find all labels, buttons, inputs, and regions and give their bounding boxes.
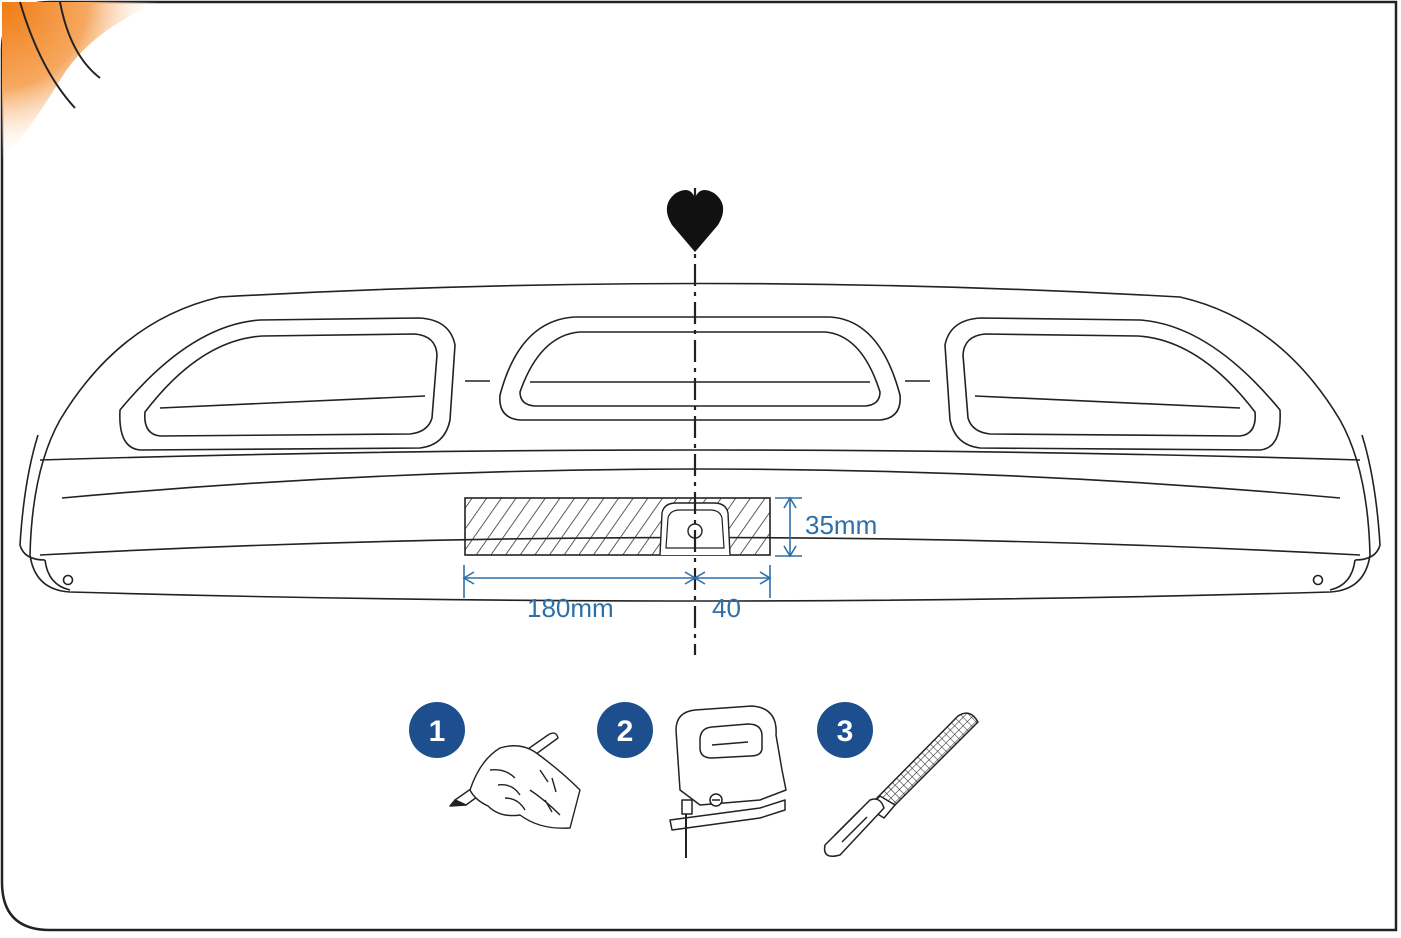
height-dimension-label: 35mm [805,510,877,540]
step-number: 1 [429,715,446,748]
center-marker-icon [666,189,724,252]
cutout-area [464,497,771,556]
left-width-dimension-label: 180mm [527,593,614,623]
step-number: 2 [617,715,634,748]
right-width-dimension-label: 40 [712,593,741,623]
step-1: 1 [409,702,581,829]
centerline [666,188,724,655]
file-icon [823,712,979,857]
step-number: 3 [837,715,854,748]
step-2: 2 [597,702,787,858]
step-badge [817,702,873,758]
pencil-hand-icon [449,732,581,829]
step-3: 3 [817,702,979,857]
dimension-lines [462,496,802,598]
jigsaw-icon [669,705,787,858]
step-badge [597,702,653,758]
step-badge [409,702,465,758]
corner-accent [2,1,160,160]
